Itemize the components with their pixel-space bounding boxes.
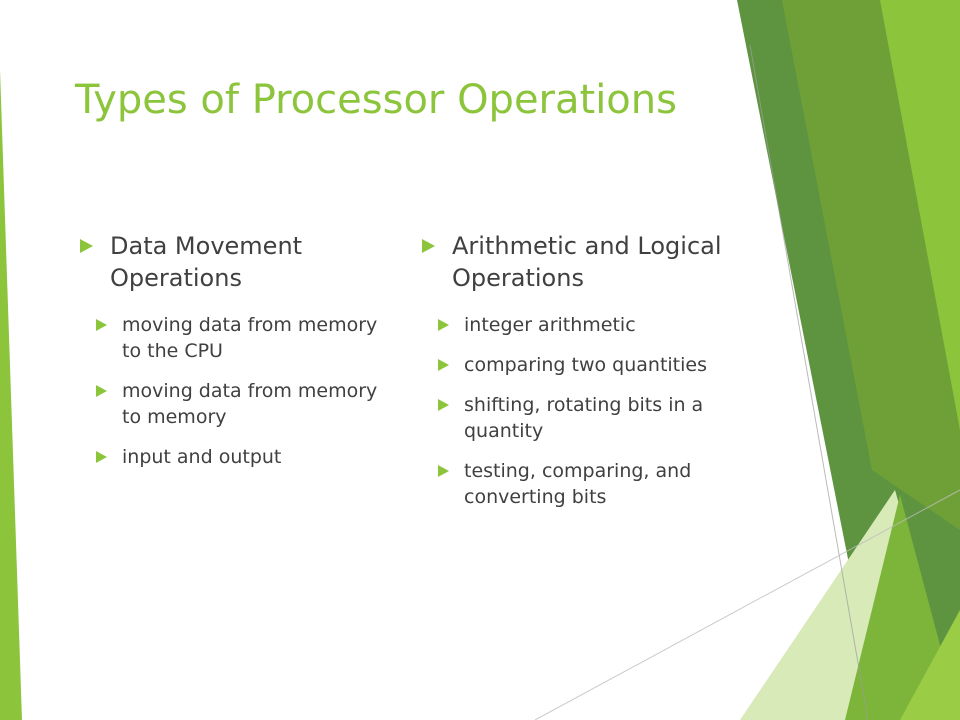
bullet-arrow-icon bbox=[80, 239, 93, 253]
sub-bullet-text: integer arithmetic bbox=[464, 314, 636, 336]
sub-bullet-text: moving data from memory to memory bbox=[122, 380, 378, 428]
bullet-arrow-icon bbox=[438, 359, 449, 371]
deco-line-2 bbox=[534, 489, 960, 720]
right-column: Arithmetic and Logical Operations intege… bbox=[422, 230, 742, 510]
bullet-arrow-icon bbox=[422, 239, 435, 253]
sub-bullet: comparing two quantities bbox=[422, 352, 742, 378]
bullet-arrow-icon bbox=[438, 319, 449, 331]
sub-bullet-text: moving data from memory to the CPU bbox=[122, 314, 378, 362]
left-column: Data Movement Operations moving data fro… bbox=[80, 230, 380, 470]
sub-bullet-text: testing, comparing, and converting bits bbox=[464, 460, 692, 508]
sub-bullet: moving data from memory to memory bbox=[80, 378, 380, 430]
bullet-heading: Arithmetic and Logical Operations bbox=[452, 232, 722, 292]
sub-bullet: moving data from memory to the CPU bbox=[80, 312, 380, 364]
bullet-heading: Data Movement Operations bbox=[110, 232, 303, 292]
sub-bullet-text: input and output bbox=[122, 446, 282, 468]
sub-bullet: shifting, rotating bits in a quantity bbox=[422, 392, 742, 444]
sub-bullet: integer arithmetic bbox=[422, 312, 742, 338]
deco-line-1 bbox=[749, 44, 869, 720]
bullet-arrow-icon bbox=[96, 319, 107, 331]
bullet-arrow-icon bbox=[96, 385, 107, 397]
bullet-arithmetic-logical: Arithmetic and Logical Operations bbox=[422, 230, 742, 294]
sub-bullet: testing, comparing, and converting bits bbox=[422, 458, 742, 510]
bullet-arrow-icon bbox=[96, 451, 107, 463]
sub-bullet: input and output bbox=[80, 444, 380, 470]
sub-bullet-text: shifting, rotating bits in a quantity bbox=[464, 394, 704, 442]
bullet-arrow-icon bbox=[438, 399, 449, 411]
right-lime-band bbox=[880, 0, 960, 430]
sub-bullet-text: comparing two quantities bbox=[464, 354, 708, 376]
slide-title: Types of Processor Operations bbox=[75, 77, 677, 123]
bullet-data-movement: Data Movement Operations bbox=[80, 230, 380, 294]
bullet-arrow-icon bbox=[438, 465, 449, 477]
left-green-shape bbox=[0, 70, 22, 720]
right-bottom-lime bbox=[900, 610, 960, 720]
